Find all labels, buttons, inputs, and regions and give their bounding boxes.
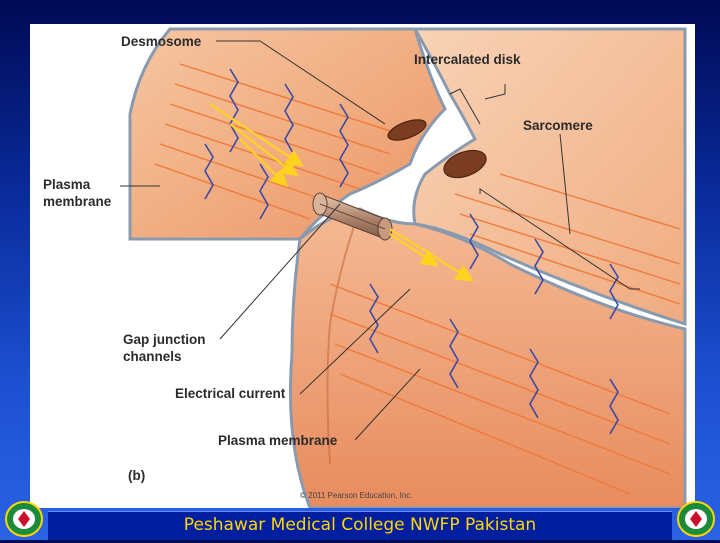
- desmosome-lower: [443, 149, 487, 179]
- cell-junction-crease: [326, 208, 361, 465]
- label-desmosome: Desmosome: [121, 34, 202, 49]
- footer-bar: Peshawar Medical College NWFP Pakistan: [48, 511, 672, 540]
- label-plasma-membrane-left-1: Plasma: [43, 177, 91, 192]
- myofibrils-lower: [329, 283, 671, 495]
- college-logo-right-icon: [676, 500, 716, 538]
- footer-text: Peshawar Medical College NWFP Pakistan: [183, 515, 537, 535]
- panel-letter: (b): [128, 468, 146, 483]
- label-electrical-current: Electrical current: [175, 386, 286, 401]
- myofibrils-upper: [154, 63, 401, 220]
- desmosome-upper: [387, 119, 427, 141]
- college-logo-left-icon: [4, 500, 44, 538]
- label-sarcomere: Sarcomere: [523, 118, 593, 133]
- label-plasma-membrane-left-2: membrane: [43, 194, 112, 209]
- myofibrils-right: [454, 173, 681, 305]
- zlines-lower: [369, 283, 619, 435]
- electrical-current-arrows: [209, 103, 474, 282]
- slide-panel: Desmosome Intercalated disk Sarcomere Pl…: [30, 24, 695, 508]
- cardiac-muscle-diagram: [120, 27, 687, 508]
- label-gap-junction-2: channels: [123, 349, 182, 364]
- label-plasma-membrane-bottom: Plasma membrane: [218, 433, 338, 448]
- label-intercalated-disk: Intercalated disk: [414, 52, 521, 67]
- label-gap-junction-1: Gap junction: [123, 332, 206, 347]
- copyright-notice: © 2011 Pearson Education, Inc.: [300, 491, 413, 500]
- label-leader-lines: [120, 40, 640, 441]
- zlines-right: [469, 213, 619, 320]
